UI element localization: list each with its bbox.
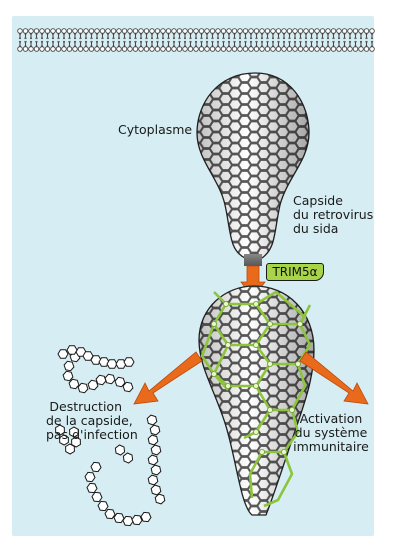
capsid-stem <box>244 254 262 266</box>
label-capside: Capside du retrovirus du sida <box>293 194 373 236</box>
cell-membrane <box>18 29 375 52</box>
label-cytoplasme: Cytoplasme <box>118 123 192 137</box>
label-activation: Activation du système immunitaire <box>286 412 376 454</box>
left-arrow <box>134 352 202 404</box>
label-destruction: Destruction de la capside, pas d'infecti… <box>46 400 122 442</box>
trim5a-badge: TRIM5α <box>266 263 324 281</box>
